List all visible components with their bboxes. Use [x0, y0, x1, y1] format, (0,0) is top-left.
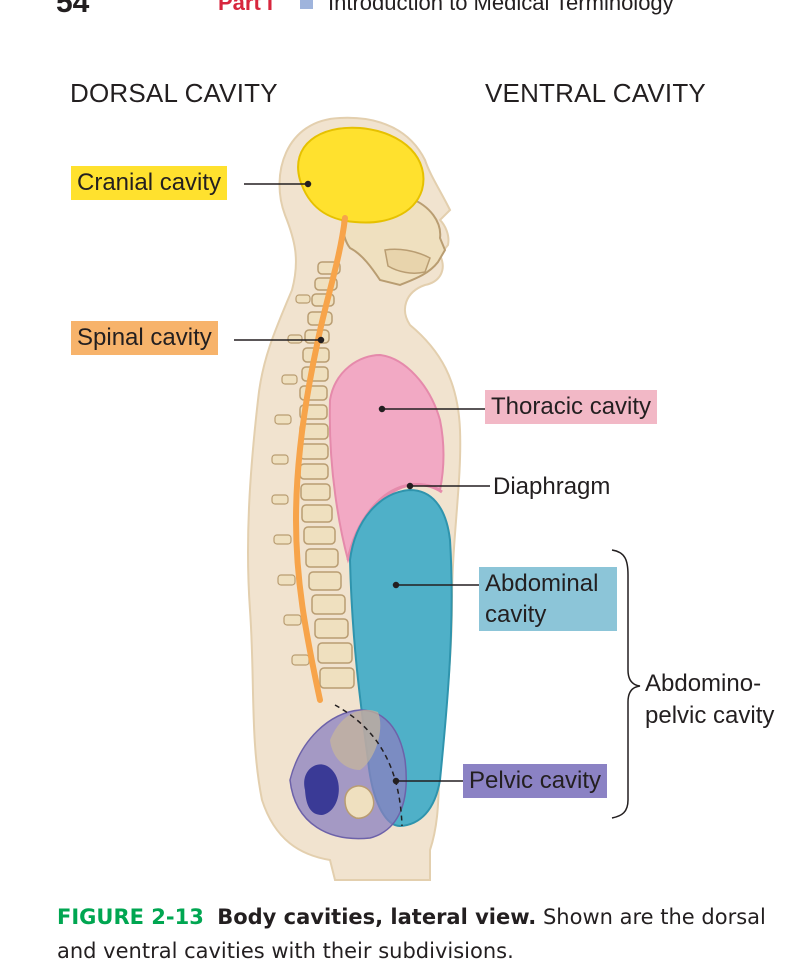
figure-number: FIGURE 2-13: [57, 905, 204, 929]
spinous-processes: [271, 294, 311, 666]
figure-caption: FIGURE 2-13 Body cavities, lateral view.…: [57, 900, 777, 968]
part-label: Part I: [218, 0, 274, 15]
abdominopelvic-bracket: [611, 549, 641, 819]
figure-caption-text: Shown are the dorsal and ventral cavitie…: [57, 905, 766, 963]
spinal-cavity-shape: [292, 215, 348, 703]
page-number: 54: [56, 0, 90, 19]
ventral-cavity-heading: VENTRAL CAVITY: [485, 78, 706, 108]
jaw: [384, 248, 431, 274]
pelvic-boundary-dashed: [334, 704, 403, 827]
spinal-cavity-label: Spinal cavity: [71, 321, 218, 355]
figure-title: Body cavities, lateral view.: [217, 905, 537, 929]
page-header: 54 Part I Introduction to Medical Termin…: [0, 0, 810, 26]
diaphragm-label: Diaphragm: [493, 473, 611, 500]
section-title: Introduction to Medical Terminology: [328, 0, 674, 15]
abdominopelvic-cavity-label: Abdomino- pelvic cavity: [645, 670, 775, 729]
dorsal-cavity-heading: DORSAL CAVITY: [70, 78, 278, 108]
thoracic-cavity-label: Thoracic cavity: [485, 390, 658, 424]
femur-head: [344, 785, 375, 819]
cranial-cavity-shape: [297, 126, 425, 224]
cranial-cavity-label: Cranial cavity: [71, 166, 228, 200]
pelvic-cavity-label: Pelvic cavity: [463, 764, 608, 798]
sacrum-bone: [330, 709, 381, 770]
leader-lines: [234, 180, 490, 785]
header-separator-square: [300, 0, 313, 9]
abdominal-cavity-label: Abdominal cavity: [479, 567, 617, 631]
pelvis-bone: [304, 764, 339, 815]
